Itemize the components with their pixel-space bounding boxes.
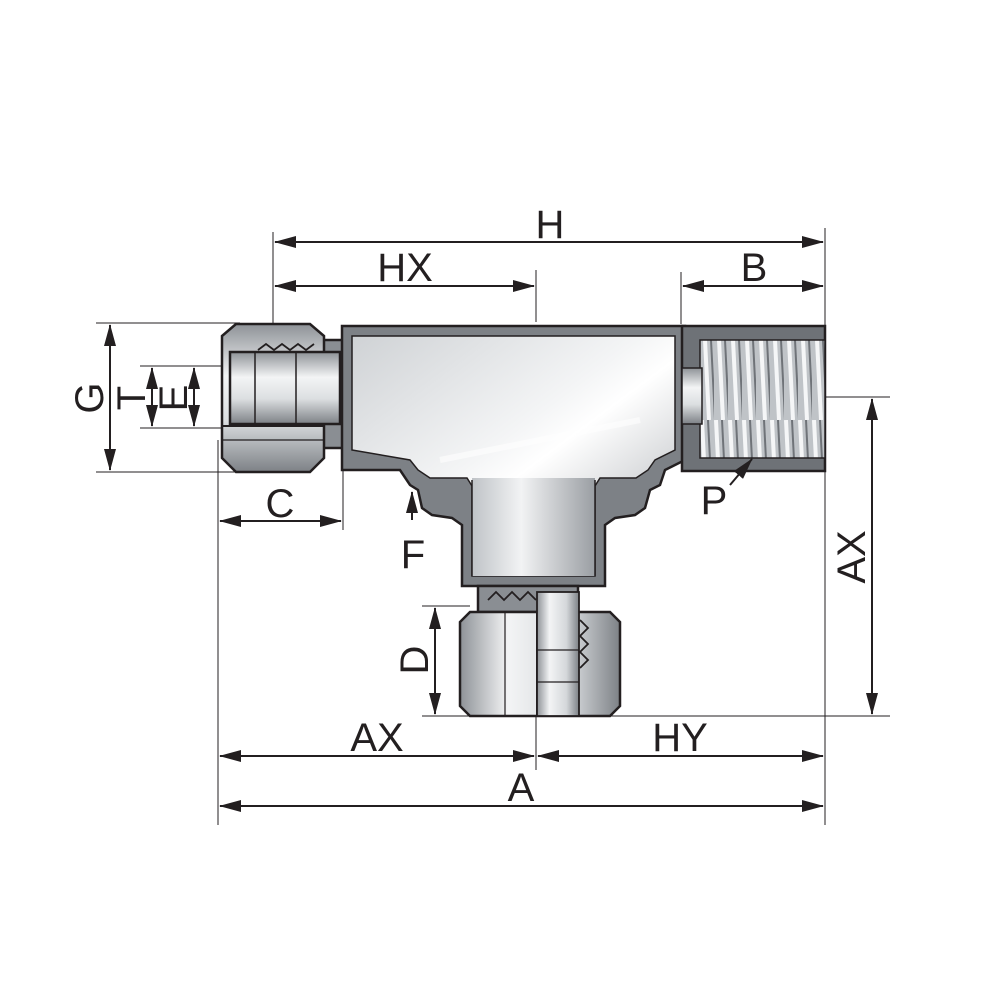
label-F: F [401,533,425,577]
left-compression-fitting [220,322,347,474]
bottom-compression-fitting [458,584,622,718]
label-A: A [508,766,535,810]
label-H: H [536,203,565,247]
label-AX-bottom: AX [350,716,403,760]
dim-P [729,458,753,486]
right-threaded-port [680,324,827,473]
tee-body [340,324,687,588]
dimension-labels: H HX B G T E C F P AX D AX HY A [68,203,874,810]
label-D: D [393,646,437,675]
label-G: G [68,382,112,413]
label-P: P [701,479,728,523]
label-C: C [266,482,295,526]
label-B: B [741,246,768,290]
label-HX: HX [377,246,433,290]
label-AX-right: AX [830,530,874,583]
label-T: T [110,386,154,410]
dimension-lines [104,236,878,812]
label-HY: HY [652,716,708,760]
label-E: E [152,385,196,412]
